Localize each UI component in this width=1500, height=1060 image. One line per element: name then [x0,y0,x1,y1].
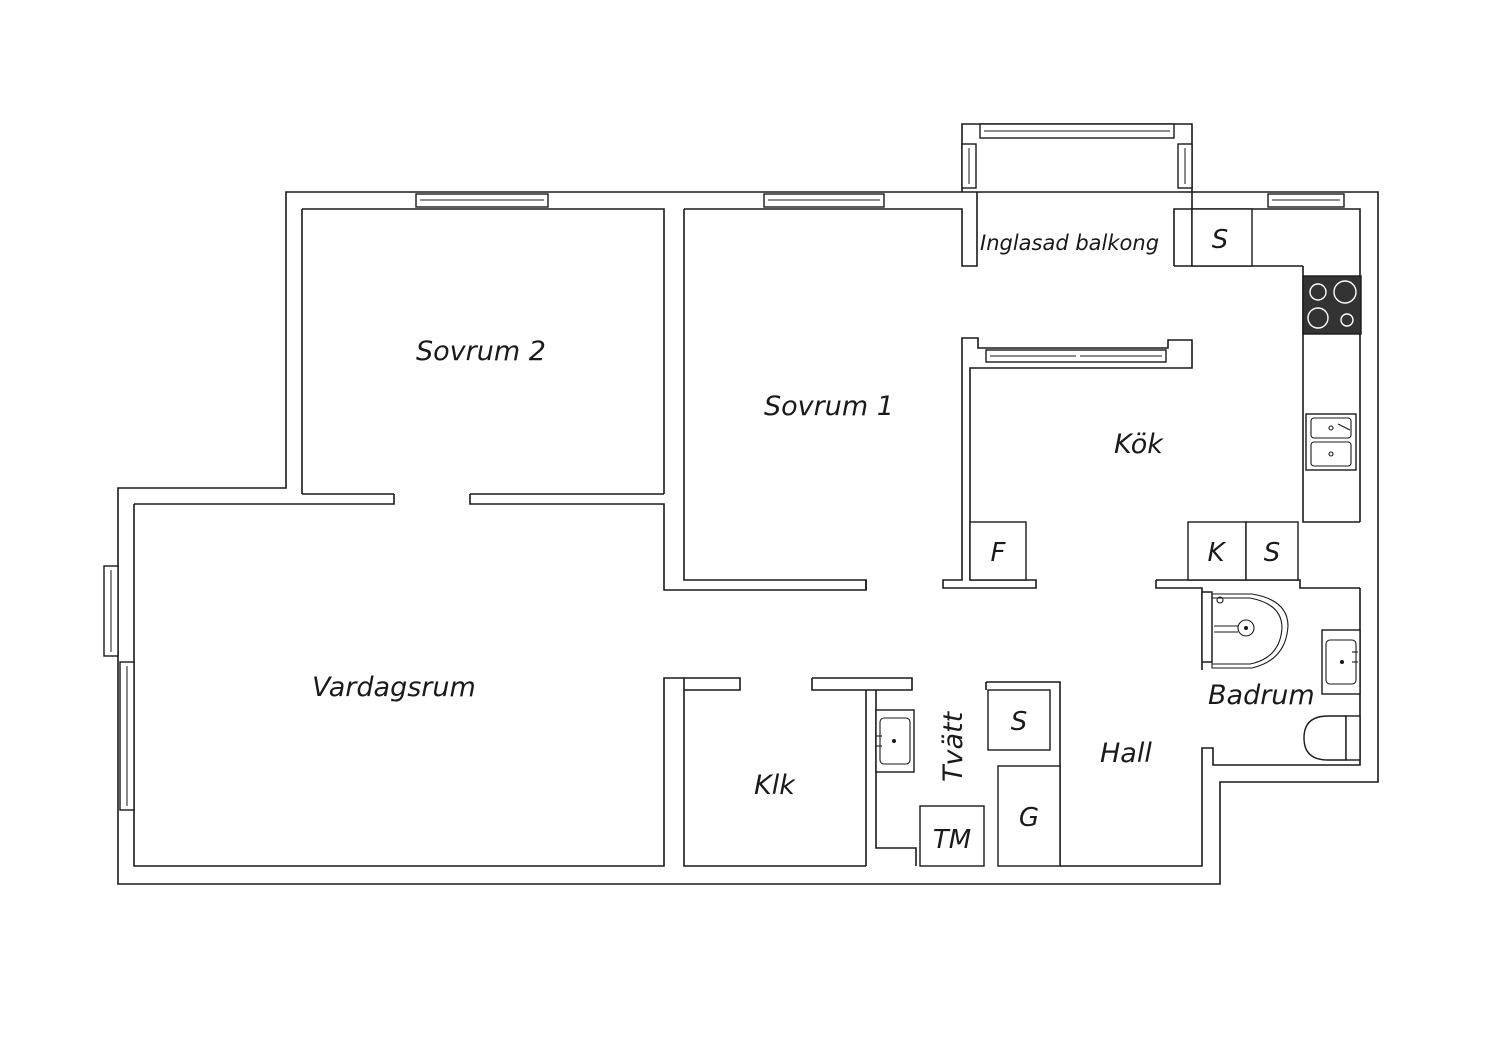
room-label-sovrum-1: Sovrum 1 [764,391,894,422]
balcony-storage [1191,208,1253,267]
kitchen-s-label: S [1264,538,1281,568]
kitchen-fixtures: S F K S [969,208,1362,581]
dryer [919,805,985,867]
toilet-icon [1303,715,1361,761]
room-label-balcony: Inglasad balkong [980,231,1159,255]
laundry-sink-icon [875,709,915,773]
laundry-fixtures: TM S G [875,689,1061,867]
balcony [961,123,1193,192]
room-label-bathroom: Badrum [1208,680,1315,711]
room-label-sovrum-2: Sovrum 2 [416,336,546,367]
room-label-hall: Hall [1100,738,1152,769]
room-label-living-room: Vardagsrum [312,672,476,703]
room-label-kitchen: Kök [1114,429,1164,460]
room-labels: Sovrum 2 Sovrum 1 Inglasad balkong Kök V… [312,231,1315,801]
interior-walls [684,337,1360,866]
hall-storage [997,765,1061,867]
kitchen-k-label: K [1207,538,1226,568]
hall-storage-label: G [1019,803,1039,833]
dryer-label: TM [933,825,971,855]
fridge-label: F [991,538,1007,568]
room-label-closet: Klk [754,770,796,801]
room-label-laundry: Tvätt [938,710,969,782]
shower-icon [1201,591,1289,669]
kitchen-s [1245,521,1299,581]
fridge [969,521,1027,581]
windows [103,193,1345,811]
laundry-storage-label: S [1011,707,1028,737]
balcony-storage-label: S [1212,225,1229,255]
bathroom-sink-icon [1321,629,1361,695]
laundry-storage [987,689,1051,751]
bathroom-fixtures [1201,591,1361,761]
kitchen-sink-icon [1305,413,1357,471]
